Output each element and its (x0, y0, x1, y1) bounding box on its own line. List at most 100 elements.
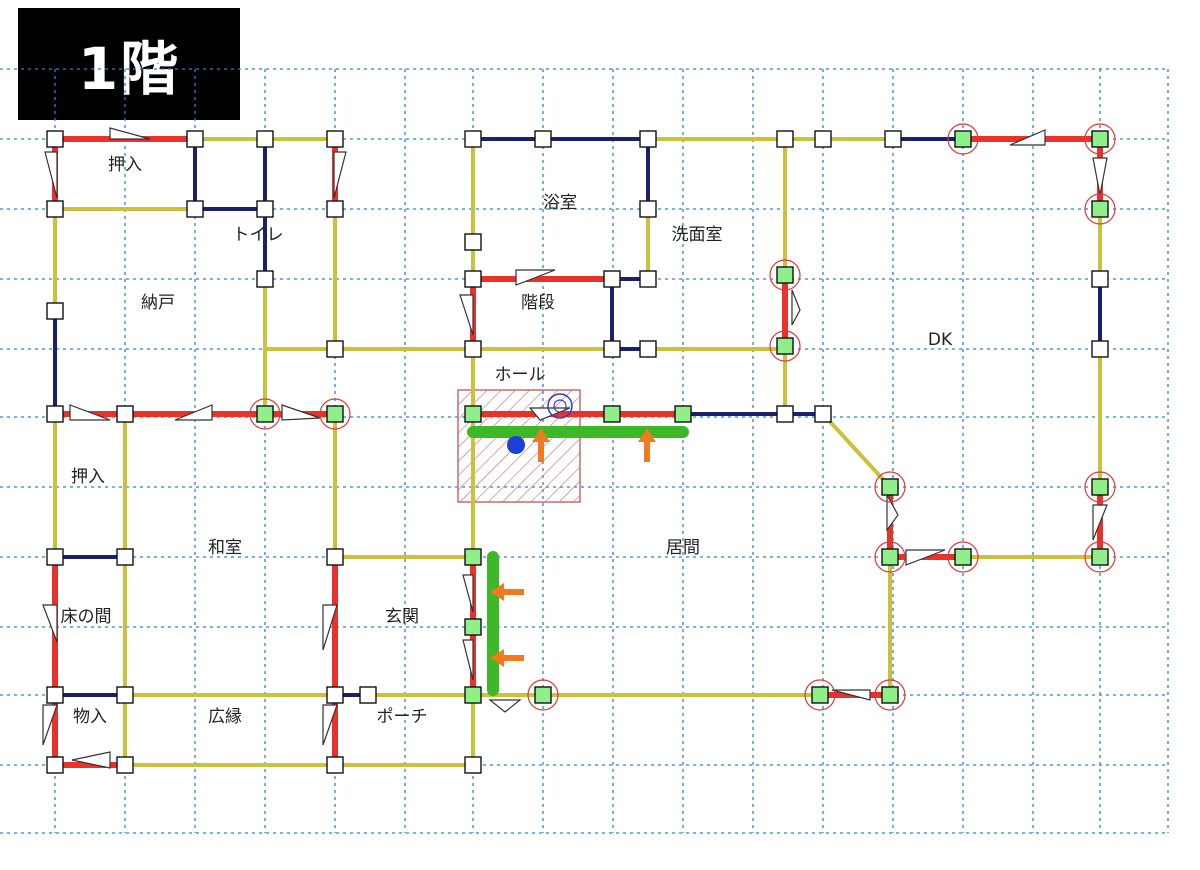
room-labels: 押入トイレ納戸浴室洗面室階段ホールDK押入和室居間床の間玄関物入広縁ポーチ (61, 155, 953, 727)
node-highlighted (256, 405, 274, 423)
room-label: DK (928, 330, 953, 350)
node-square (1091, 340, 1109, 358)
door-swing-icon (459, 294, 474, 336)
blue-dot (507, 436, 525, 454)
door-swing-icon (42, 604, 58, 643)
node-highlighted (811, 686, 829, 704)
node-square (639, 340, 657, 358)
node-highlight-ring (804, 679, 836, 711)
room-label: 浴室 (543, 193, 577, 213)
node-square (464, 130, 482, 148)
door-swing-icon (515, 269, 556, 286)
node-square (46, 130, 64, 148)
room-label: ポーチ (377, 707, 428, 727)
node-square (256, 130, 274, 148)
node-square (326, 756, 344, 774)
node-square (814, 405, 832, 423)
node-square (639, 130, 657, 148)
node-square (186, 130, 204, 148)
door-swing-icon (462, 639, 474, 681)
door-swing-icon (322, 604, 338, 651)
node-square (464, 340, 482, 358)
arrows (490, 428, 656, 667)
node-highlight-ring (874, 471, 906, 503)
node-highlight-ring (769, 259, 801, 291)
door-swing-icon (71, 751, 111, 769)
room-label: トイレ (233, 225, 284, 245)
node-square (326, 686, 344, 704)
node-square (326, 340, 344, 358)
node-square (359, 686, 377, 704)
door-swing-icon (109, 127, 151, 140)
node-highlight-ring (1084, 123, 1116, 155)
door-swing-icon (1092, 157, 1108, 196)
node-highlight-ring (1084, 541, 1116, 573)
node-square (534, 130, 552, 148)
arrow-left-icon (490, 649, 524, 667)
arrow-up-icon (532, 428, 550, 462)
node-square (116, 756, 134, 774)
node-highlighted (1091, 478, 1109, 496)
node-highlighted (326, 405, 344, 423)
node-highlighted (1091, 130, 1109, 148)
node-square (776, 405, 794, 423)
node-highlighted (534, 686, 552, 704)
node-square (326, 130, 344, 148)
node-highlighted (954, 548, 972, 566)
door-swing-icon (905, 549, 946, 566)
room-label: ホール (495, 365, 546, 385)
door-swing-icon (69, 404, 111, 421)
room-label: 納戸 (141, 293, 175, 313)
door-swing-icon (886, 494, 899, 532)
node-highlight-ring (947, 541, 979, 573)
node-square (326, 548, 344, 566)
node-square (46, 302, 64, 320)
door-swing-icon (44, 151, 58, 199)
node-square (603, 270, 621, 288)
door-swing-icon (462, 574, 474, 613)
node-highlight-ring (1084, 471, 1116, 503)
node-square (464, 756, 482, 774)
node-square (256, 200, 274, 218)
node-highlighted (674, 405, 692, 423)
room-label: 押入 (108, 155, 142, 175)
node-highlight-ring (249, 398, 281, 430)
node-square (116, 548, 134, 566)
node-highlighted (954, 130, 972, 148)
node-square (46, 756, 64, 774)
node-highlighted (776, 266, 794, 284)
door-swing-icon (322, 704, 338, 746)
node-highlighted (881, 478, 899, 496)
arrow-up-icon (638, 428, 656, 462)
node-highlight-ring (319, 398, 351, 430)
room-label: 床の間 (61, 607, 112, 627)
room-label: 広縁 (208, 707, 242, 727)
node-highlighted (1091, 548, 1109, 566)
node-highlight-ring (1084, 193, 1116, 225)
door-swing-icon (1092, 504, 1108, 541)
door-swing-icon (831, 689, 871, 701)
node-square (814, 130, 832, 148)
arrow-left-icon (490, 583, 524, 601)
node-highlight-ring (874, 679, 906, 711)
node-square (256, 270, 274, 288)
node-highlight-ring (947, 123, 979, 155)
node-square (46, 686, 64, 704)
room-label: 物入 (73, 707, 107, 727)
node-square (884, 130, 902, 148)
door-swing-icon (42, 704, 58, 746)
node-highlighted (881, 686, 899, 704)
door-swing-icon (488, 699, 522, 713)
door-swing-icon (1009, 129, 1046, 146)
door-swing-icon (528, 407, 571, 421)
room-label: 階段 (521, 293, 555, 313)
node-highlight-ring (527, 679, 559, 711)
nodes (46, 123, 1116, 774)
room-label: 居間 (666, 538, 700, 558)
node-highlighted (464, 686, 482, 704)
node-square (1091, 270, 1109, 288)
node-square (46, 405, 64, 423)
wall-segment (820, 411, 893, 490)
door-swing-icon (791, 289, 801, 326)
